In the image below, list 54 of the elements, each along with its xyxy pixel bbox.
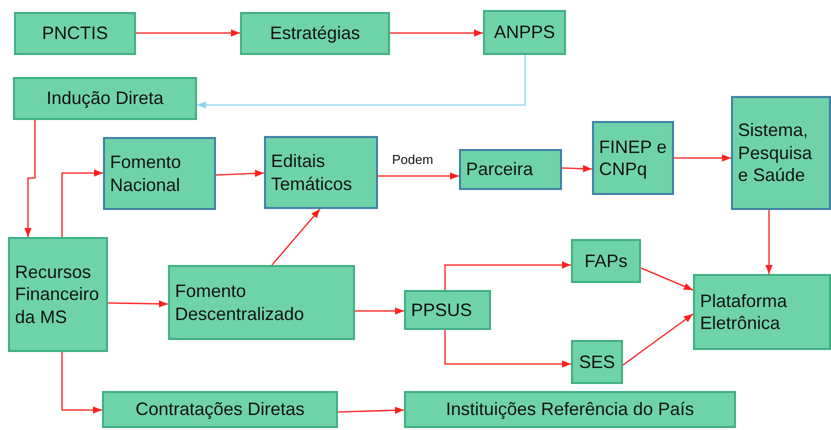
arrow [338, 406, 404, 414]
process-box [103, 137, 216, 210]
process-box [8, 237, 108, 352]
arrow [136, 29, 240, 37]
box-label: Recursos Financeiro da MS [15, 260, 100, 328]
process-box [404, 391, 736, 428]
arrow [61, 169, 103, 237]
process-box [240, 12, 390, 55]
arrow [197, 55, 526, 109]
process-box [571, 340, 623, 384]
box-label: FAPs [584, 250, 628, 272]
arrow [674, 154, 731, 162]
arrow [355, 307, 404, 315]
box-label: PNCTIS [42, 22, 108, 45]
process-box [168, 265, 355, 340]
box-label: PPSUS [411, 298, 472, 322]
box-label: Estratégias [270, 22, 360, 45]
process-box [592, 121, 674, 195]
arrow [562, 165, 592, 172]
box-label: Parceira [466, 158, 534, 181]
box-label: SES [578, 350, 616, 374]
box-label: Instituições Referência do País [446, 398, 694, 421]
arrow [272, 208, 320, 266]
arrow [765, 210, 773, 274]
box-label: FINEP e CNPq [599, 136, 667, 180]
process-box [731, 96, 831, 210]
arrow [640, 267, 694, 291]
process-box [459, 149, 562, 190]
box-label: Editais Temáticos [271, 150, 354, 195]
process-box [404, 290, 491, 330]
arrow [378, 172, 459, 180]
box-label: Contratações Diretas [135, 398, 305, 421]
process-box [693, 274, 831, 350]
arrow [390, 29, 483, 37]
arrow [444, 261, 571, 290]
arrow [216, 170, 264, 178]
arrow [444, 330, 571, 368]
process-box [571, 239, 641, 283]
box-label: Indução Direta [46, 87, 164, 110]
box-label: Fomento Descentralizado [175, 280, 306, 325]
arrow [61, 352, 102, 414]
box-label: Fomento Nacional [110, 151, 182, 196]
box-label: Sistema, Pesquisa e Saúde [738, 119, 814, 187]
arrow [24, 120, 36, 237]
process-box [13, 77, 197, 120]
box-label: ANPPS [494, 21, 556, 44]
process-box [14, 12, 136, 55]
box-label: Plataforma Eletrônica [700, 290, 788, 334]
edge-label: Podem [390, 152, 436, 167]
arrow [108, 300, 168, 308]
process-box [264, 136, 378, 209]
process-box [102, 391, 338, 428]
process-box [483, 10, 566, 55]
arrow [622, 313, 694, 366]
